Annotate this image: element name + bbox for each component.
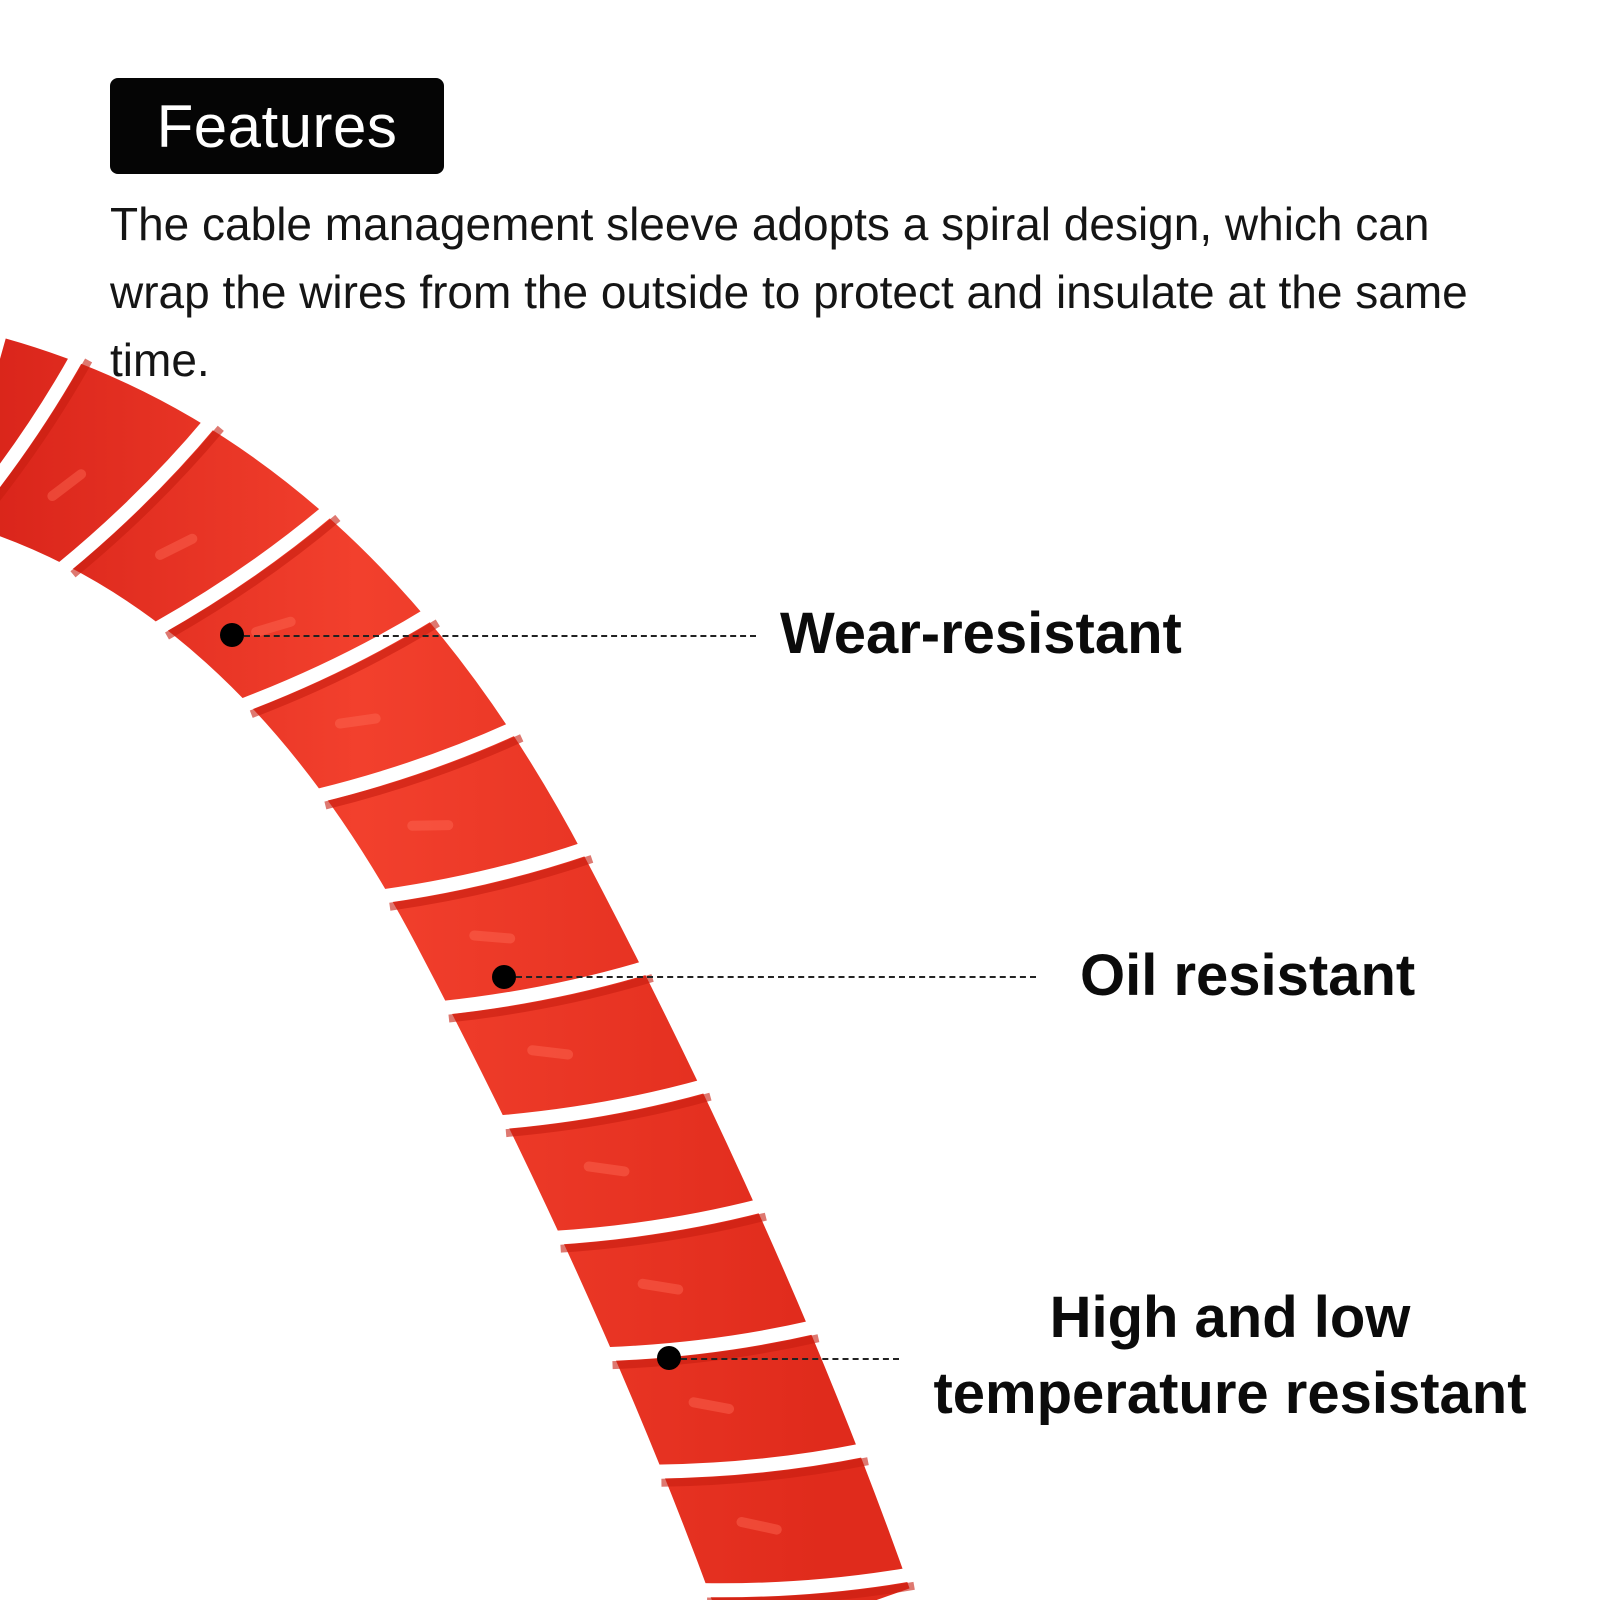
features-badge: Features [110,78,444,174]
callout-line-wear [244,635,756,637]
coil-highlight [688,1397,735,1414]
coil-highlight [47,469,87,502]
callout-label-oil-resistant: Oil resistant [1080,943,1416,1008]
coil-shadow [70,425,224,578]
callout-dot-temperature [657,1346,681,1370]
coil-gap [311,721,522,803]
callout-label-temperature-line2: temperature resistant [933,1361,1527,1426]
coil-gap [0,349,85,488]
coil-gap [600,1320,821,1362]
coil-shadow [165,514,341,640]
coil-shadow [389,855,594,911]
coil-highlight [334,713,381,729]
coil-shadow [0,358,93,501]
coil-shadow [324,734,524,810]
coil-gap [436,960,655,1015]
coil-highlight [251,616,296,638]
coil-gap [150,503,336,636]
feature-description: The cable management sleeve adopts a spi… [110,198,1468,386]
coil-highlight [469,930,516,944]
callout-dot-wear [220,623,244,647]
coil-gap [548,1198,768,1245]
coil-shadow [505,1092,712,1138]
coil-highlight [155,533,198,560]
coil-gap [650,1443,871,1479]
callout-line-oil [516,976,1036,978]
coil-shadow [560,1212,767,1253]
coil-highlight [736,1517,782,1535]
sleeve-tube [0,338,910,1600]
callout-dot-oil [492,965,516,989]
coil-gap [377,841,594,904]
callout-label-wear-resistant: Wear-resistant [780,601,1182,666]
coil-shadow [707,1581,915,1600]
coil-highlight [637,1278,684,1295]
callout-label-temperature-resistant: High and low temperature resistant [910,1280,1550,1432]
callout-label-temperature-line1: High and low [1049,1285,1411,1350]
spiral-sleeve [0,338,918,1600]
coil-shadow [661,1457,869,1487]
coil-gap [695,1567,918,1598]
coil-highlight [527,1045,574,1060]
coil-shadow [612,1334,820,1370]
coil-highlight [583,1161,630,1177]
features-badge-text: Features [156,92,398,160]
coil-highlight [407,820,454,831]
coil-gap [55,415,218,576]
coil-shadow [448,974,654,1023]
callout-line-temperature [681,1358,899,1360]
coil-gap [236,606,437,713]
coil-gap [493,1078,713,1130]
